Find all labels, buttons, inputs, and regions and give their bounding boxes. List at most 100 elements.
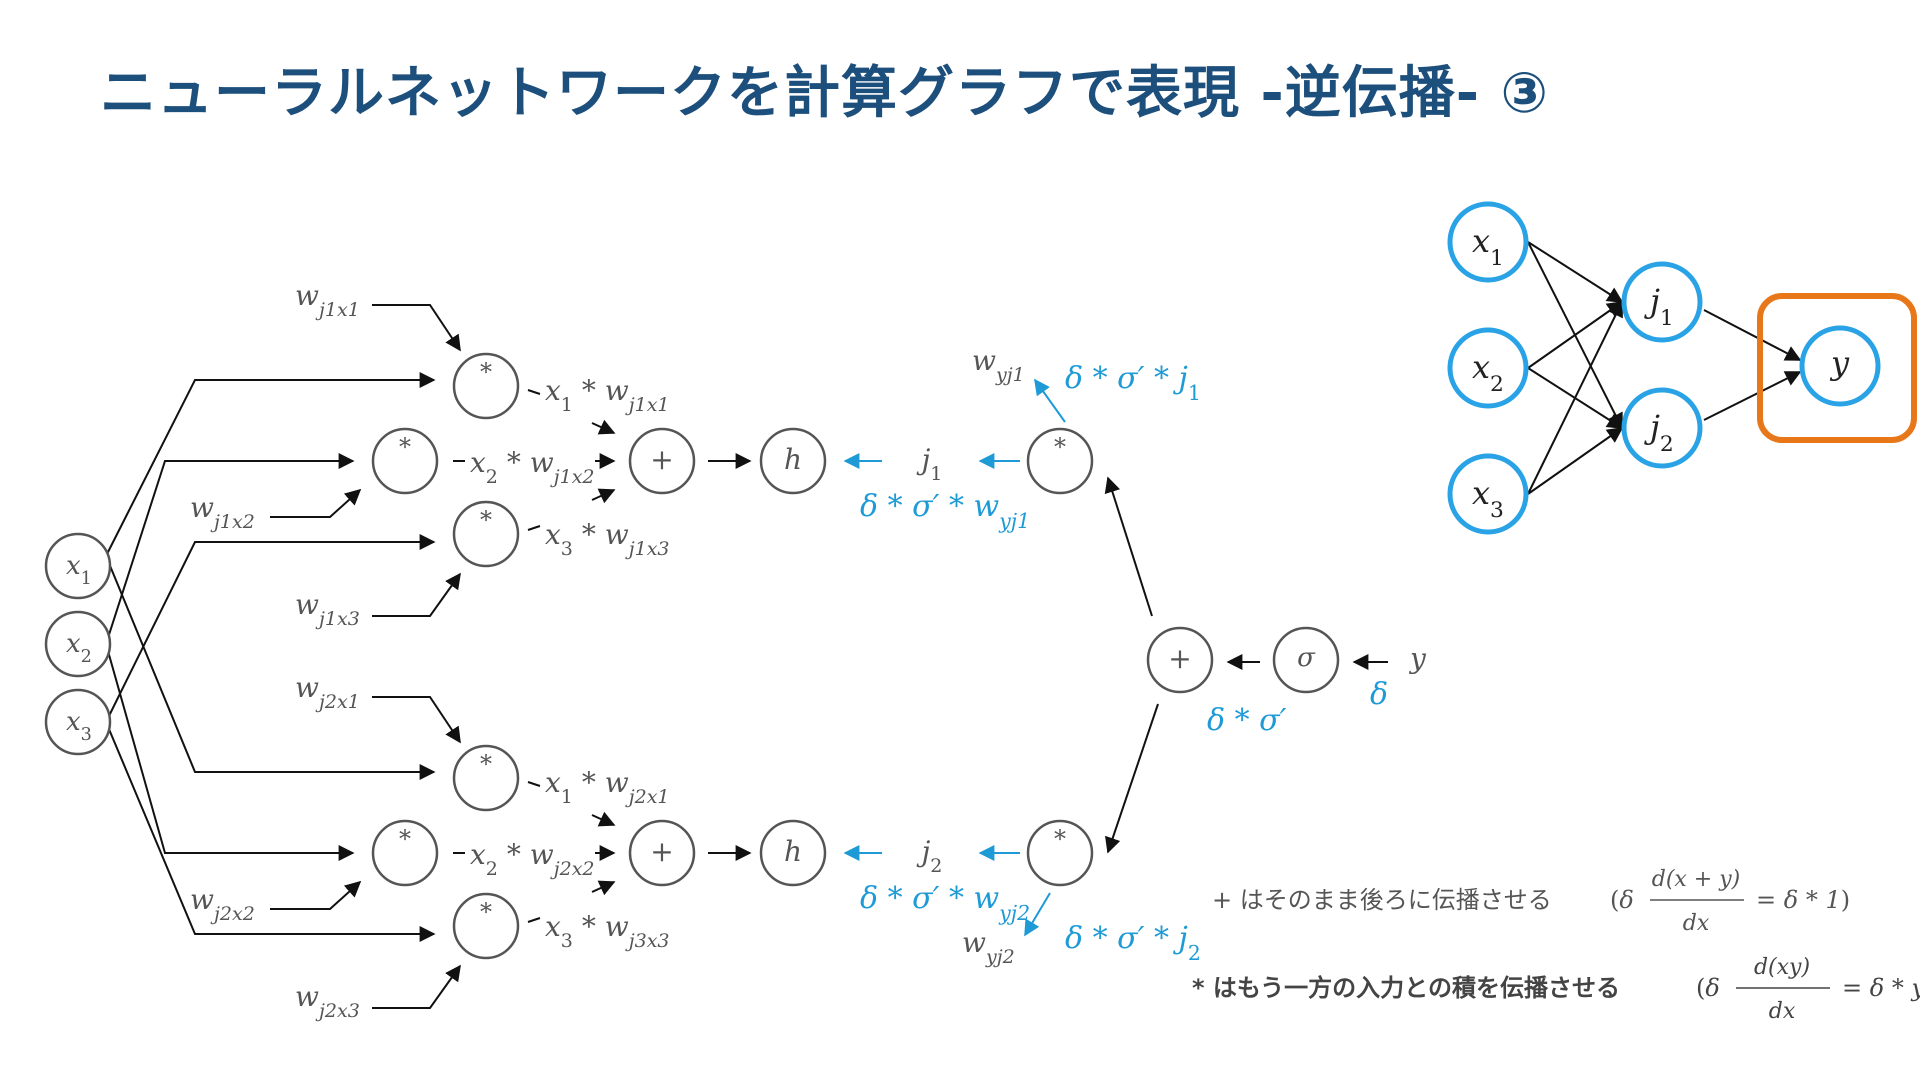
net-edge-x1-j1 xyxy=(1527,241,1624,303)
mul-node-1-2 xyxy=(371,427,439,495)
net-edge-j1-y xyxy=(1703,309,1802,361)
net-input-node-x1 xyxy=(1447,201,1529,283)
hidden-label-j2: j2 xyxy=(916,835,943,877)
edge-mul-2-3-dash xyxy=(527,917,541,923)
plus-rule-text: + はそのまま後ろに伝播させる xyxy=(1212,886,1552,914)
net-edge-j2-y xyxy=(1703,371,1802,421)
edge-sum-to-out-mul-1 xyxy=(1104,476,1153,617)
out-mul-label-2: * xyxy=(1054,825,1066,853)
grad-label-j1: δ * σ′ * wyj1 xyxy=(860,489,1030,533)
input-label-x1: x1 xyxy=(66,551,92,589)
net-output-node-y xyxy=(1799,325,1881,407)
grad-label-j2: δ * σ′ * wyj2 xyxy=(860,881,1030,925)
product-label-2-2: x2 * wj2x2 xyxy=(470,838,595,880)
mul-label-2-3: * xyxy=(480,898,492,926)
graph-nodes xyxy=(44,352,1340,960)
edge-prod-2-3-to-add xyxy=(591,880,616,896)
mul-node-2-1 xyxy=(452,744,520,812)
product-label-1-2: x2 * wj1x2 xyxy=(470,446,595,488)
grad-label-wyj1: δ * σ′ * j1 xyxy=(1065,361,1201,405)
grad-label-wyj2: δ * σ′ * j2 xyxy=(1065,921,1201,965)
edge-x2-to-mul-1-2 xyxy=(105,453,355,645)
out-mul-node-1 xyxy=(1026,427,1094,495)
edge-x1-to-mul-2-1 xyxy=(105,555,436,780)
activation-node-1 xyxy=(759,427,827,495)
edge-x3-to-mul-1-3 xyxy=(105,534,436,723)
mul-label-2-2: * xyxy=(399,825,411,853)
net-input-node-x2 xyxy=(1447,327,1529,409)
product-label-2-3: x3 * wj3x3 xyxy=(545,910,670,952)
mul-rule-text: * はもう一方の入力との積を伝播させる xyxy=(1192,974,1620,1002)
edge-x1-to-mul-1-1 xyxy=(105,372,436,557)
add-label-2: + xyxy=(650,835,673,868)
net-input-label-x1: x1 xyxy=(1472,222,1504,271)
add-node-2 xyxy=(628,819,696,887)
edge-weight-w_j1x3 xyxy=(372,572,461,617)
out-mul-node-2 xyxy=(1026,819,1094,887)
add-label-1: + xyxy=(650,443,673,476)
input-node-x1 xyxy=(44,532,112,600)
edge-prod-1-3-to-add xyxy=(591,488,616,504)
weight-label-w_j2x2: wj2x2 xyxy=(190,883,255,925)
edge-sum-to-out-mul-2 xyxy=(1105,703,1159,854)
edge-weight-w_j2x1 xyxy=(372,696,461,744)
add-node-1 xyxy=(628,427,696,495)
input-label-x3: x3 xyxy=(66,707,92,745)
net-hidden-node-j1 xyxy=(1621,261,1703,343)
mul-label-2-1: * xyxy=(480,750,492,778)
edge-weight-w_j2x3 xyxy=(372,964,461,1009)
out-mul-label-1: * xyxy=(1054,433,1066,461)
activation-label-2: h xyxy=(784,835,802,868)
input-label-x2: x2 xyxy=(66,629,92,667)
edge-mul-2-1-dash xyxy=(527,781,541,787)
mul-label-1-3: * xyxy=(480,506,492,534)
plus-formula-den: dx xyxy=(1683,911,1710,936)
edge-x2-to-mul-2-2 xyxy=(105,643,355,861)
slide-title: ニューラルネットワークを計算グラフで表現 -逆伝播- ③ xyxy=(100,61,1549,126)
edge-weight-w_j2x2 xyxy=(270,880,362,910)
net-input-label-x3: x3 xyxy=(1472,474,1504,523)
net-input-node-x3 xyxy=(1447,453,1529,535)
mul-node-1-3 xyxy=(452,500,520,568)
backprop-edge-to-wyj2 xyxy=(1024,892,1051,937)
net-edge-x3-j1 xyxy=(1527,300,1623,495)
weight-label-w_j2x1: wj2x1 xyxy=(295,671,360,713)
grad-label-delta: δ xyxy=(1370,677,1388,712)
product-label-1-3: x3 * wj1x3 xyxy=(545,518,670,560)
graph-labels: x1 x2 x3 wj1x1 wj1x2 wj1x3 * * * x1 * wj1x1 x2 * w… xyxy=(66,279,1920,1024)
weight-label-w_yj1: wyj1 xyxy=(972,344,1025,386)
weight-label-w_j1x2: wj1x2 xyxy=(190,491,255,533)
activation-label-1: h xyxy=(784,443,802,476)
grad-label-sum: δ * σ′ xyxy=(1207,703,1287,738)
output-label-y: y xyxy=(1408,642,1427,675)
mul-formula-rhs: = δ * y) xyxy=(1842,974,1920,1002)
plus-formula-open: (δ xyxy=(1610,886,1634,914)
graph-edges xyxy=(105,304,1388,1009)
plus-formula-rhs: = δ * 1) xyxy=(1756,886,1850,914)
product-label-2-1: x1 * wj2x1 xyxy=(545,766,670,808)
product-label-1-1: x1 * wj1x1 xyxy=(545,374,670,416)
net-edge-x3-j2 xyxy=(1527,427,1624,495)
mul-label-1-1: * xyxy=(480,358,492,386)
sigma-node-label: σ xyxy=(1297,643,1316,673)
edge-weight-w_j1x1 xyxy=(372,304,461,352)
sigma-node xyxy=(1272,626,1340,694)
edge-prod-2-1-to-add xyxy=(591,811,616,827)
mul-formula-den: dx xyxy=(1769,999,1796,1024)
plus-rule-note: + はそのまま後ろに伝播させる xyxy=(1212,880,1552,915)
weight-label-w_j1x1: wj1x1 xyxy=(295,279,360,321)
hidden-label-j1: j1 xyxy=(916,443,943,485)
mul-formula-num: d(xy) xyxy=(1754,955,1810,980)
weight-label-w_j2x3: wj2x3 xyxy=(295,980,360,1022)
output-highlight-box xyxy=(1757,293,1917,443)
input-node-x2 xyxy=(44,610,112,678)
plus-formula-num: d(x + y) xyxy=(1652,867,1741,892)
edge-x3-to-mul-2-3 xyxy=(105,721,436,942)
net-input-label-x2: x2 xyxy=(1472,348,1504,397)
weight-label-w_j1x3: wj1x3 xyxy=(295,588,360,630)
mul-label-1-2: * xyxy=(399,433,411,461)
net-hidden-node-j2 xyxy=(1621,387,1703,469)
activation-node-2 xyxy=(759,819,827,887)
